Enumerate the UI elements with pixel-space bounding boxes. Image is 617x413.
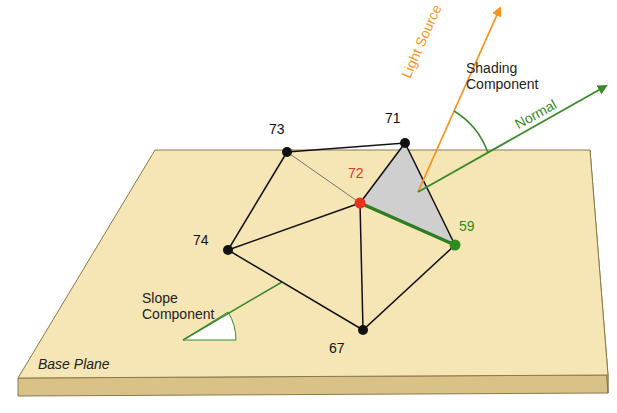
callout-number: 71 xyxy=(385,110,401,126)
component-label: Slope Component xyxy=(142,290,222,322)
plane-label: Base Plane xyxy=(38,356,110,372)
shading-angle xyxy=(454,111,488,153)
callout-number: 74 xyxy=(193,232,209,248)
red-vertex xyxy=(355,198,366,209)
normal-arrow xyxy=(418,86,606,192)
plane-front xyxy=(18,375,608,396)
plane-top xyxy=(18,150,608,378)
vertex-dots xyxy=(223,138,410,335)
shaded-facet xyxy=(360,143,455,245)
callout-number: 67 xyxy=(329,340,345,356)
callout-number: 73 xyxy=(269,121,285,137)
component-label: Shading Component xyxy=(466,60,566,92)
tin-edges xyxy=(228,143,455,330)
green-vertex xyxy=(450,240,461,251)
callout-number: 72 xyxy=(348,165,364,181)
callout-number: 59 xyxy=(459,218,475,234)
green-edge xyxy=(360,203,455,245)
light-source-label: Light Source xyxy=(398,2,445,80)
